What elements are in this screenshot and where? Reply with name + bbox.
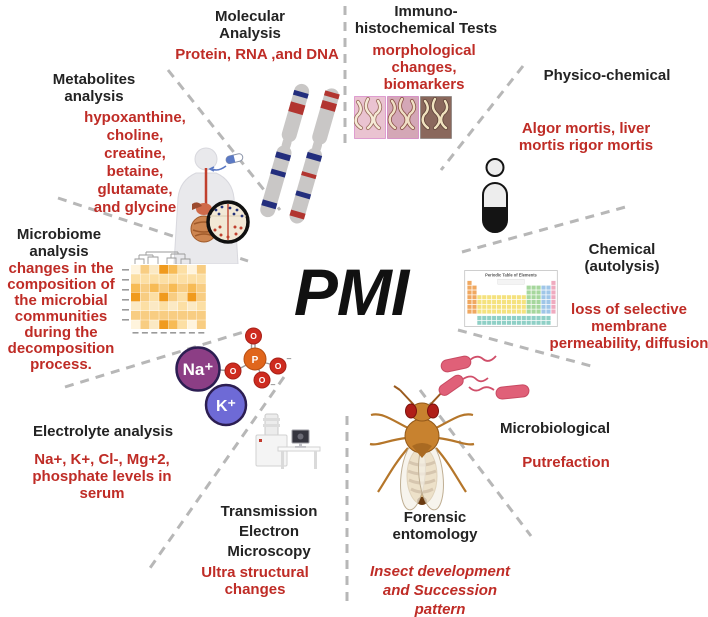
ions-molecule-icon: O O O O P – – Na⁺ K⁺ <box>175 327 292 427</box>
microbiome-desc: changes in the composition of the microb… <box>7 260 115 373</box>
potassium-label: K⁺ <box>216 398 236 415</box>
metabolites-title: Metabolites analysis <box>52 71 136 105</box>
microbiological-desc: Putrefaction <box>522 454 610 471</box>
metabolites-desc: hypoxanthine, choline, creatine, betaine… <box>84 109 186 216</box>
heatmap-icon <box>122 251 206 334</box>
magnifier-icon <box>206 200 250 244</box>
potassium-ion <box>204 383 248 427</box>
heatmap-axis-ticks <box>122 269 205 334</box>
chemical-desc: loss of selective membrane permeability,… <box>549 301 708 352</box>
physico-desc: Algor mortis, liver mortis rigor mortis <box>518 120 654 154</box>
human-digestive-icon <box>173 147 250 264</box>
molecular-title: Molecular Analysis <box>214 8 286 42</box>
tem-title: Transmission Electron Microscopy <box>220 503 318 560</box>
electrolyte-title: Electrolyte analysis <box>32 423 174 440</box>
chemical-title: Chemical (autolysis) <box>584 241 660 275</box>
oxygen-label: O <box>259 375 266 385</box>
microbiome-title: Microbiome analysis <box>16 226 102 260</box>
body-silhouette-icon <box>482 158 508 233</box>
pmi-label: PMI <box>293 255 409 329</box>
physico-title: Physico-chemical <box>543 67 671 84</box>
chromosomes-icon <box>260 83 340 224</box>
periodic-table-title: Periodic Table of Elements <box>485 273 537 278</box>
bacteria-icon <box>438 355 530 400</box>
electron-microscope-icon <box>255 413 321 469</box>
svg-text:–: – <box>271 380 276 389</box>
heatmap-cells <box>131 265 206 329</box>
pill-icon <box>225 153 244 165</box>
immuno-desc: morphological changes, biomarkers <box>372 42 476 93</box>
forensic-desc: Insect development and Succession patter… <box>369 563 511 617</box>
periodic-table-icon: Periodic Table of Elements <box>464 270 558 327</box>
phosphorus-atom <box>243 347 267 371</box>
svg-text:–: – <box>287 354 292 363</box>
oxygen-atom <box>224 362 242 380</box>
oxygen-atom <box>245 327 262 345</box>
sodium-label: Na⁺ <box>183 360 214 379</box>
oxygen-atom <box>253 371 271 389</box>
microbiological-title: Microbiological <box>499 420 611 437</box>
tissue-histology-icon <box>354 96 452 139</box>
fly-icon <box>369 385 475 511</box>
immuno-title: Immuno- histochemical Tests <box>354 3 498 37</box>
sodium-ion <box>175 346 221 392</box>
oxygen-label: O <box>275 361 282 371</box>
forensic-title: Forensic entomology <box>392 509 478 543</box>
oxygen-label: O <box>230 366 237 376</box>
molecular-desc: Protein, RNA ,and DNA <box>175 46 339 63</box>
oxygen-atom <box>269 357 287 375</box>
oxygen-label: O <box>250 331 257 341</box>
phosphorus-label: P <box>252 355 259 366</box>
periodic-table-cells <box>467 280 556 326</box>
electrolyte-desc: Na+, K+, Cl-, Mg+2, phosphate levels in … <box>32 451 172 502</box>
tem-desc: Ultra structural changes <box>201 564 309 598</box>
